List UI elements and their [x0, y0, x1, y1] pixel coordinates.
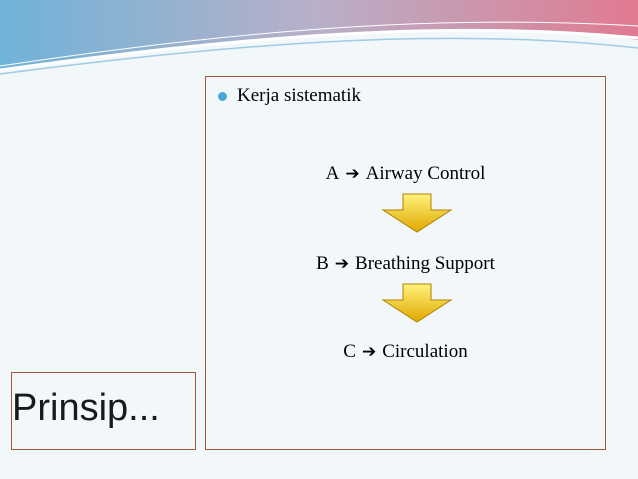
right-arrow-icon: ➔ [361, 342, 377, 362]
title-box: Prinsip... [11, 372, 196, 450]
header-decoration [0, 0, 638, 75]
right-arrow-icon: ➔ [345, 164, 360, 184]
bullet-icon [218, 91, 227, 101]
bullet-text: Kerja sistematik [237, 85, 361, 106]
slide-title: Prinsip... [12, 387, 160, 429]
down-arrow-icon [381, 283, 453, 323]
step-breathing: B➔Breathing Support [316, 253, 495, 274]
down-arrow-icon [381, 193, 453, 233]
step-circulation: C➔Circulation [343, 341, 468, 362]
content-box: Kerja sistematik A➔Airway Control B➔Brea… [205, 76, 606, 450]
step-airway: A➔Airway Control [325, 163, 486, 184]
bullet-item: Kerja sistematik [218, 85, 361, 107]
right-arrow-icon: ➔ [334, 254, 350, 274]
